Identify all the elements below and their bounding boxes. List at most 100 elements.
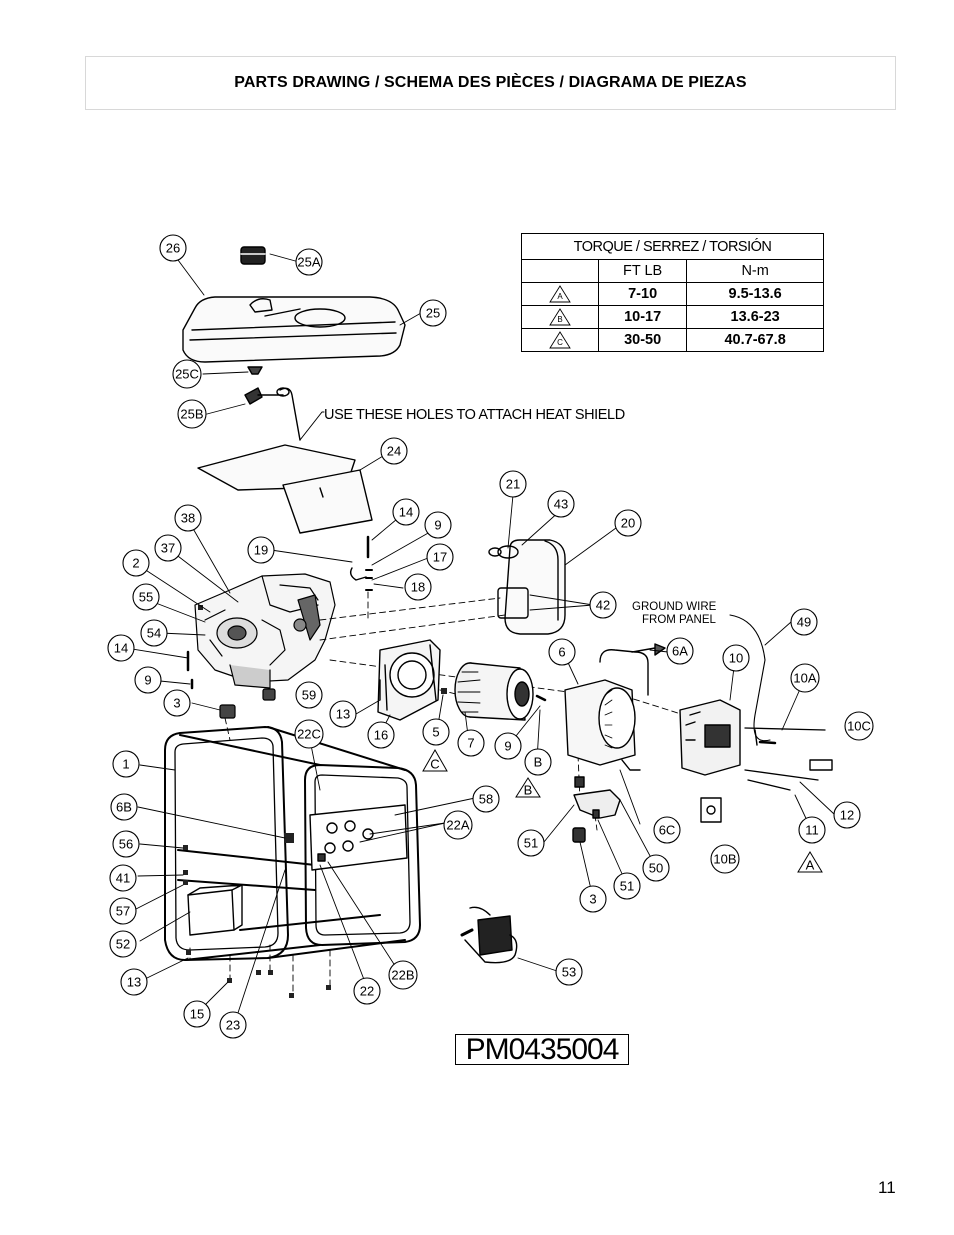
through-bolts <box>744 727 833 791</box>
torque-table: TORQUE / SERREZ / TORSIÓN FT LB N-m A 7-… <box>521 233 824 352</box>
triangle-icon: A <box>549 285 571 303</box>
receptacle <box>700 797 722 823</box>
engine-bolts <box>186 535 373 690</box>
callout: 22 <box>360 984 374 999</box>
torque-mark-cell: B <box>521 305 599 329</box>
torque-nm: 40.7-67.8 <box>686 328 824 352</box>
callout: 10A <box>793 671 816 686</box>
callout: 24 <box>387 444 401 459</box>
engine <box>194 573 336 719</box>
fuel-tank <box>182 296 406 363</box>
callout: 7 <box>467 736 474 751</box>
callout: 6B <box>116 800 132 815</box>
torque-row: C 30-50 40.7-67.8 <box>521 328 824 352</box>
callout: 37 <box>161 541 175 556</box>
callout: 16 <box>374 728 388 743</box>
callout: 22B <box>391 968 414 983</box>
torque-row: A 7-10 9.5-13.6 <box>521 282 824 306</box>
ground-wire-note-2: FROM PANEL <box>642 614 717 626</box>
battery <box>187 884 243 936</box>
page-number: 11 <box>878 1178 896 1197</box>
ground-wire-note-1: GROUND WIRE <box>632 601 717 613</box>
callout: 12 <box>840 808 854 823</box>
callout: 57 <box>116 904 130 919</box>
page-title: PARTS DRAWING / SCHEMA DES PIÈCES / DIAG… <box>234 74 747 91</box>
callout: 6 <box>558 645 565 660</box>
callout: 20 <box>621 516 635 531</box>
callout: 9 <box>434 518 441 533</box>
torque-table-title: TORQUE / SERREZ / TORSIÓN <box>521 233 824 260</box>
callout: 19 <box>254 543 268 558</box>
fuel-filter <box>244 366 301 441</box>
bracket <box>572 776 621 843</box>
frame <box>164 726 421 961</box>
battery-charger <box>460 906 518 964</box>
callout: 54 <box>147 626 161 641</box>
muffler <box>488 539 566 635</box>
torque-mark-a: A <box>806 858 815 873</box>
callout: 42 <box>596 598 610 613</box>
callout: B <box>534 755 543 770</box>
callout: 38 <box>181 511 195 526</box>
callout: 25A <box>297 255 320 270</box>
end-bell <box>377 639 441 721</box>
fuel-cap <box>240 246 266 265</box>
callout: 26 <box>166 241 180 256</box>
torque-header-ftlb: FT LB <box>597 259 688 283</box>
callout: 23 <box>226 1018 240 1033</box>
callout: 17 <box>433 550 447 565</box>
triangle-icon: C <box>549 331 571 349</box>
control-panel <box>309 804 408 871</box>
callout: 53 <box>562 965 576 980</box>
callout: 9 <box>144 673 151 688</box>
callout: 49 <box>797 615 811 630</box>
callout: 6A <box>672 644 688 659</box>
callout: 59 <box>302 688 316 703</box>
callout: 15 <box>190 1007 204 1022</box>
torque-nm: 13.6-23 <box>686 305 824 329</box>
callout: 25C <box>175 367 199 382</box>
rotor <box>454 662 547 721</box>
callout: 41 <box>116 871 130 886</box>
callout: 55 <box>139 590 153 605</box>
callout: 50 <box>649 861 663 876</box>
torque-mark-cell: C <box>521 328 599 352</box>
callout: 13 <box>127 975 141 990</box>
callout: 18 <box>411 580 425 595</box>
callout: 56 <box>119 837 133 852</box>
callout: 2 <box>132 556 139 571</box>
callout: 25 <box>426 306 440 321</box>
callout: 21 <box>506 477 520 492</box>
triangle-icon: B <box>549 308 571 326</box>
callout: 5 <box>432 725 439 740</box>
callout: 13 <box>336 707 350 722</box>
title-box: PARTS DRAWING / SCHEMA DES PIÈCES / DIAG… <box>85 56 896 110</box>
callout: 22C <box>297 727 321 742</box>
callout: 6C <box>659 823 676 838</box>
torque-mark-b: B <box>524 783 533 798</box>
svg-text:A: A <box>557 292 563 301</box>
torque-row: B 10-17 13.6-23 <box>521 305 824 329</box>
callout: 3 <box>589 892 596 907</box>
heat-shield-note: USE THESE HOLES TO ATTACH HEAT SHIELD <box>324 407 625 423</box>
callout: 3 <box>173 696 180 711</box>
callout: 51 <box>524 836 538 851</box>
part-number: PM0435004 <box>455 1034 629 1065</box>
torque-header-blank <box>521 259 599 283</box>
callout: 25B <box>180 407 203 422</box>
torque-nm: 9.5-13.6 <box>686 282 824 306</box>
callout: 43 <box>554 497 568 512</box>
torque-ftlb: 10-17 <box>597 305 688 329</box>
callout: 10C <box>847 719 871 734</box>
callout: 14 <box>114 641 128 656</box>
torque-ftlb: 30-50 <box>597 328 688 352</box>
torque-mark-cell: A <box>521 282 599 306</box>
svg-text:C: C <box>557 338 563 347</box>
callout: 58 <box>479 792 493 807</box>
callout: 10B <box>713 852 736 867</box>
callout: 22A <box>446 818 469 833</box>
callout: 14 <box>399 505 413 520</box>
heat-shield <box>197 444 373 534</box>
torque-mark-c: C <box>430 757 439 772</box>
rear-cover <box>679 699 741 776</box>
